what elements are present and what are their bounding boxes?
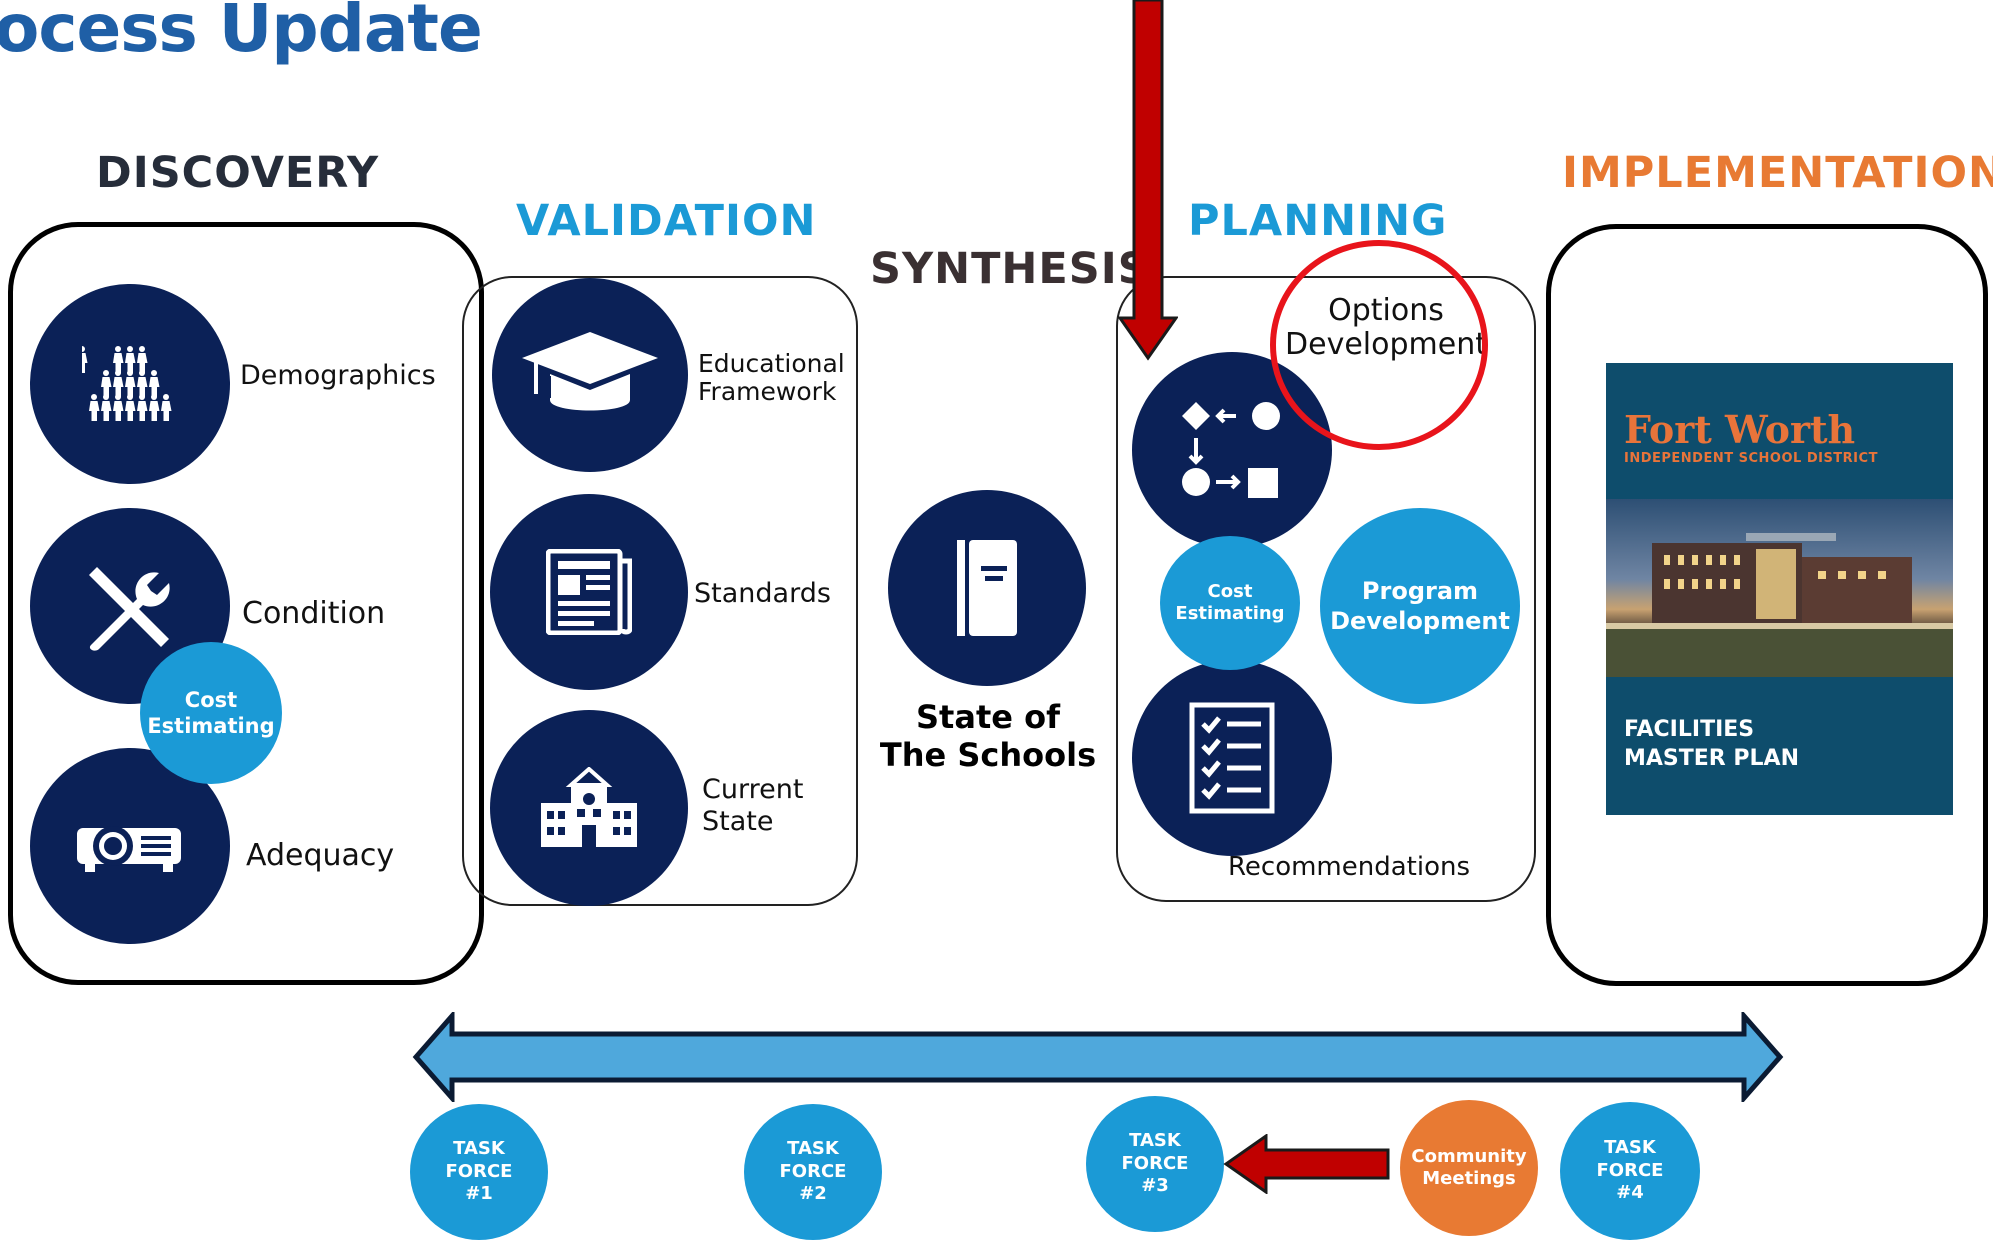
plan-line1: FACILITIES <box>1624 717 1755 742</box>
standards-label: Standards <box>694 578 831 609</box>
planning-cost-line2: Estimating <box>1175 603 1285 624</box>
red-left-arrow <box>1223 1134 1390 1194</box>
tf3-line3: #3 <box>1141 1175 1169 1197</box>
tf2-line3: #2 <box>799 1183 827 1205</box>
current-line1: Current <box>702 774 804 805</box>
school-building-icon <box>541 767 637 847</box>
educational-framework-label: Educational Framework <box>698 350 845 406</box>
validation-box <box>462 276 858 906</box>
tf4-line2: FORCE <box>1596 1159 1664 1181</box>
people-pyramid-icon <box>82 346 172 421</box>
adequacy-label: Adequacy <box>246 838 395 873</box>
community-meetings-circle: Community Meetings <box>1400 1100 1538 1236</box>
phase-validation-heading: VALIDATION <box>516 196 817 246</box>
demographics-circle <box>30 284 230 484</box>
tf3-line1: TASK <box>1129 1130 1181 1152</box>
implementation-box <box>1546 224 1988 986</box>
current-line2: State <box>702 806 774 837</box>
flowchart-icon <box>1182 402 1280 498</box>
tf4-line1: TASK <box>1604 1137 1656 1159</box>
task-force-3-circle: TASK FORCE #3 <box>1086 1096 1224 1232</box>
tf3-line2: FORCE <box>1121 1152 1189 1174</box>
checklist-icon <box>1189 702 1275 814</box>
planning-cost-estimating-circle: Cost Estimating <box>1160 536 1300 670</box>
newspaper-icon <box>546 549 632 635</box>
master-plan-cover: Fort Worth INDEPENDENT SCHOOL DISTRICT F… <box>1606 363 1953 815</box>
synthesis-line2: The Schools <box>879 736 1097 774</box>
tf2-line1: TASK <box>787 1138 839 1160</box>
current-state-label: Current State <box>702 774 803 838</box>
red-down-arrow <box>1118 0 1178 361</box>
state-of-schools-label: State of The Schools <box>868 698 1108 774</box>
phase-discovery-heading: DISCOVERY <box>96 148 380 198</box>
demographics-label: Demographics <box>240 360 436 391</box>
condition-label: Condition <box>242 596 386 631</box>
educational-line2: Framework <box>698 377 837 406</box>
recommendations-label: Recommendations <box>1228 852 1471 882</box>
planning-cost-line1: Cost <box>1207 580 1253 602</box>
phase-planning-heading: PLANNING <box>1188 196 1448 246</box>
district-name: Fort Worth <box>1624 407 1856 452</box>
district-subtitle: INDEPENDENT SCHOOL DISTRICT <box>1624 451 1878 466</box>
tf2-line2: FORCE <box>779 1160 847 1182</box>
educational-framework-circle <box>492 278 688 472</box>
phase-synthesis-heading: SYNTHESIS <box>870 244 1150 294</box>
task-force-4-circle: TASK FORCE #4 <box>1560 1102 1700 1240</box>
plan-line2: MASTER PLAN <box>1624 746 1799 771</box>
graduation-cap-icon <box>522 332 658 411</box>
phase-implementation-heading: IMPLEMENTATION <box>1562 148 1993 198</box>
community-line2: Meetings <box>1422 1168 1516 1189</box>
discovery-box <box>8 222 484 985</box>
task-force-2-circle: TASK FORCE #2 <box>744 1104 882 1240</box>
tf1-line2: FORCE <box>445 1160 513 1182</box>
highlight-ring <box>1270 240 1488 450</box>
projector-icon <box>77 826 181 872</box>
program-line2: Development <box>1330 607 1510 635</box>
condition-circle <box>30 508 230 704</box>
tf4-line3: #4 <box>1616 1182 1644 1204</box>
synthesis-line1: State of <box>916 698 1060 736</box>
standards-circle <box>490 494 688 690</box>
program-development-circle: Program Development <box>1320 508 1520 704</box>
educational-line1: Educational <box>698 349 845 378</box>
tools-icon <box>89 567 170 651</box>
timeline-arrow <box>412 1012 1784 1102</box>
program-line1: Program <box>1361 577 1479 605</box>
task-force-1-circle: TASK FORCE #1 <box>410 1104 548 1240</box>
school-photo <box>1606 499 1953 677</box>
discovery-cost-estimating-circle: Cost Estimating <box>140 642 282 784</box>
recommendations-circle <box>1132 660 1332 856</box>
tf1-line1: TASK <box>453 1138 505 1160</box>
state-of-schools-circle <box>888 490 1086 686</box>
plan-title: FACILITIES MASTER PLAN <box>1624 715 1799 773</box>
page-title: ocess Update <box>0 0 483 67</box>
current-state-circle <box>490 710 688 906</box>
discovery-cost-line2: Estimating <box>147 714 275 738</box>
tf1-line3: #1 <box>465 1183 493 1205</box>
community-line1: Community <box>1411 1145 1527 1167</box>
discovery-cost-line1: Cost <box>184 687 238 712</box>
book-icon <box>957 540 1017 636</box>
